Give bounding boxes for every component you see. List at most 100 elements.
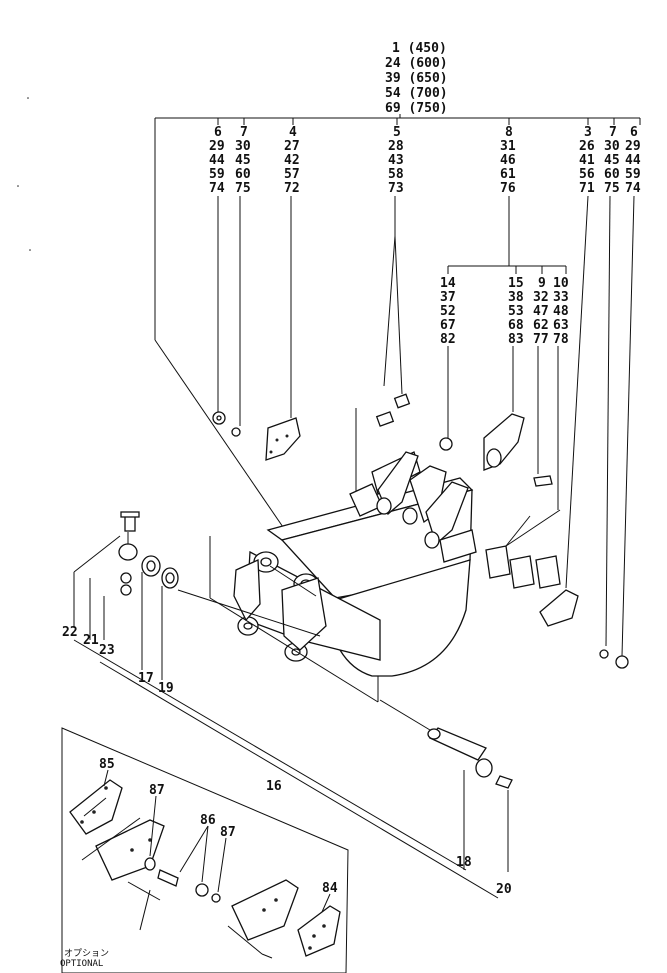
col-d-4: 73 <box>388 181 404 196</box>
header-line: 1 (450) <box>392 41 447 56</box>
col-d-1: 28 <box>388 139 404 154</box>
bucket-assembly <box>233 451 477 677</box>
callout-16: 16 <box>266 779 282 794</box>
col-i-0: 14 <box>440 276 456 291</box>
col-b-3: 60 <box>235 167 251 182</box>
col-c-0: 4 <box>289 125 297 140</box>
col-k-1: 32 <box>533 290 549 305</box>
col-j-4: 83 <box>508 332 524 347</box>
col-c-4: 72 <box>284 181 300 196</box>
col-g-0: 7 <box>609 125 617 140</box>
col-b-2: 45 <box>235 153 251 168</box>
callout-87b: 87 <box>220 825 236 840</box>
callout-18: 18 <box>456 855 472 870</box>
col-f-4: 71 <box>579 181 595 196</box>
optional-inset: 85 87 86 87 84 オプション OPTIONAL <box>60 727 349 973</box>
col-h-1: 29 <box>625 139 641 154</box>
col-d-3: 58 <box>388 167 404 182</box>
col-l-3: 63 <box>553 318 569 333</box>
scan-dots <box>17 97 31 251</box>
col-b-0: 7 <box>240 125 248 140</box>
header-line: 54 (700) <box>385 86 448 101</box>
callout-23: 23 <box>99 643 115 658</box>
col-h-0: 6 <box>630 125 638 140</box>
header-line: 39 (650) <box>385 71 448 86</box>
header-bracket <box>154 114 641 340</box>
col-e-2: 46 <box>500 153 516 168</box>
col-a-1: 29 <box>209 139 225 154</box>
col-c-3: 57 <box>284 167 300 182</box>
callout-84: 84 <box>322 881 338 896</box>
column-j: 15 38 53 68 83 <box>508 276 524 347</box>
hardware-top <box>212 393 553 487</box>
col-c-1: 27 <box>284 139 300 154</box>
col-c-2: 42 <box>284 153 300 168</box>
col-g-2: 45 <box>604 153 620 168</box>
column-f: 3 26 41 56 71 <box>579 125 595 196</box>
leader-lines <box>154 195 635 702</box>
col-k-0: 9 <box>538 276 546 291</box>
col-e-0: 8 <box>505 125 513 140</box>
col-l-1: 33 <box>553 290 569 305</box>
col-a-0: 6 <box>214 125 222 140</box>
col-b-4: 75 <box>235 181 251 196</box>
pin-lines <box>73 597 513 899</box>
col-f-3: 56 <box>579 167 595 182</box>
callout-21: 21 <box>83 633 99 648</box>
column-l: 10 33 48 63 78 <box>553 276 569 347</box>
col-l-2: 48 <box>553 304 569 319</box>
callout-87a: 87 <box>149 783 165 798</box>
edge-plates <box>485 509 629 669</box>
callout-19: 19 <box>158 681 174 696</box>
col-e-1: 31 <box>500 139 516 154</box>
col-l-0: 10 <box>553 276 569 291</box>
col-f-2: 41 <box>579 153 595 168</box>
header-callout: 1 (450) 24 (600) 39 (650) 54 (700) 69 (7… <box>385 41 448 116</box>
col-j-0: 15 <box>508 276 524 291</box>
column-g: 7 30 45 60 75 <box>604 125 620 196</box>
col-i-1: 37 <box>440 290 456 305</box>
col-j-3: 68 <box>508 318 524 333</box>
col-j-1: 38 <box>508 290 524 305</box>
column-i: 14 37 52 67 82 <box>440 276 456 347</box>
column-e: 8 31 46 61 76 <box>500 125 516 196</box>
col-k-2: 47 <box>533 304 549 319</box>
col-f-0: 3 <box>584 125 592 140</box>
callouts: 22 21 23 17 19 16 18 20 <box>62 625 512 897</box>
header-line: 69 (750) <box>385 101 448 116</box>
col-i-3: 67 <box>440 318 456 333</box>
hardware-left <box>73 511 321 680</box>
col-k-3: 62 <box>533 318 549 333</box>
optional-label-en: OPTIONAL <box>60 959 103 969</box>
col-f-1: 26 <box>579 139 595 154</box>
callout-17: 17 <box>138 671 154 686</box>
col-h-2: 44 <box>625 153 641 168</box>
callout-22: 22 <box>62 625 78 640</box>
col-e-4: 76 <box>500 181 516 196</box>
col-g-3: 60 <box>604 167 620 182</box>
col-j-2: 53 <box>508 304 524 319</box>
col-h-4: 74 <box>625 181 641 196</box>
col-g-1: 30 <box>604 139 620 154</box>
column-h: 6 29 44 59 74 <box>625 125 641 196</box>
col-k-4: 77 <box>533 332 549 347</box>
col-a-4: 74 <box>209 181 225 196</box>
col-a-2: 44 <box>209 153 225 168</box>
column-a: 6 29 44 59 74 <box>209 125 225 196</box>
col-l-4: 78 <box>553 332 569 347</box>
col-a-3: 59 <box>209 167 225 182</box>
callout-20: 20 <box>496 882 512 897</box>
optional-label-jp: オプション <box>64 948 109 959</box>
sub-bracket <box>447 196 567 274</box>
header-line: 24 (600) <box>385 56 448 71</box>
column-d: 5 28 43 58 73 <box>388 125 404 196</box>
column-k: 9 32 47 62 77 <box>533 276 549 347</box>
callout-85: 85 <box>99 757 115 772</box>
col-b-1: 30 <box>235 139 251 154</box>
column-b: 7 30 45 60 75 <box>235 125 251 196</box>
col-e-3: 61 <box>500 167 516 182</box>
col-h-3: 59 <box>625 167 641 182</box>
col-d-0: 5 <box>393 125 401 140</box>
col-d-2: 43 <box>388 153 404 168</box>
